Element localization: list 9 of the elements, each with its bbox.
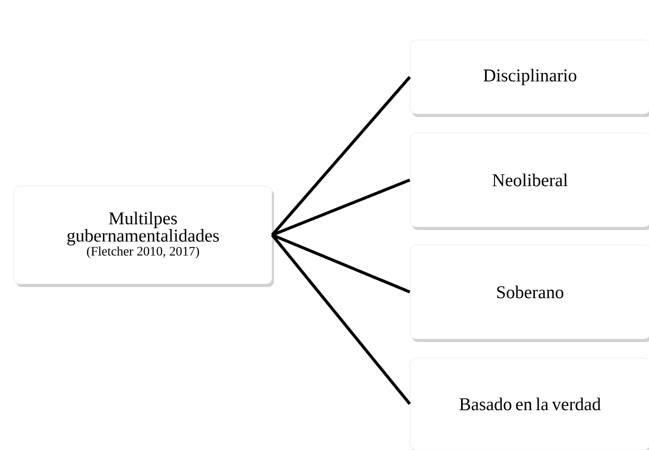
text-box: Neoliberal bbox=[410, 132, 649, 230]
text-box: Multilpes gubernamentalidades (Fletcher 2010, 2017) bbox=[14, 186, 274, 287]
connector-line bbox=[271, 234, 411, 405]
connector-line bbox=[272, 234, 410, 294]
connector-line bbox=[271, 76, 411, 236]
connector-line bbox=[272, 178, 410, 236]
text-box: Basado en la verdad bbox=[410, 358, 649, 450]
text-box: Soberano bbox=[410, 244, 649, 342]
text-box: Disciplinario bbox=[410, 40, 649, 117]
